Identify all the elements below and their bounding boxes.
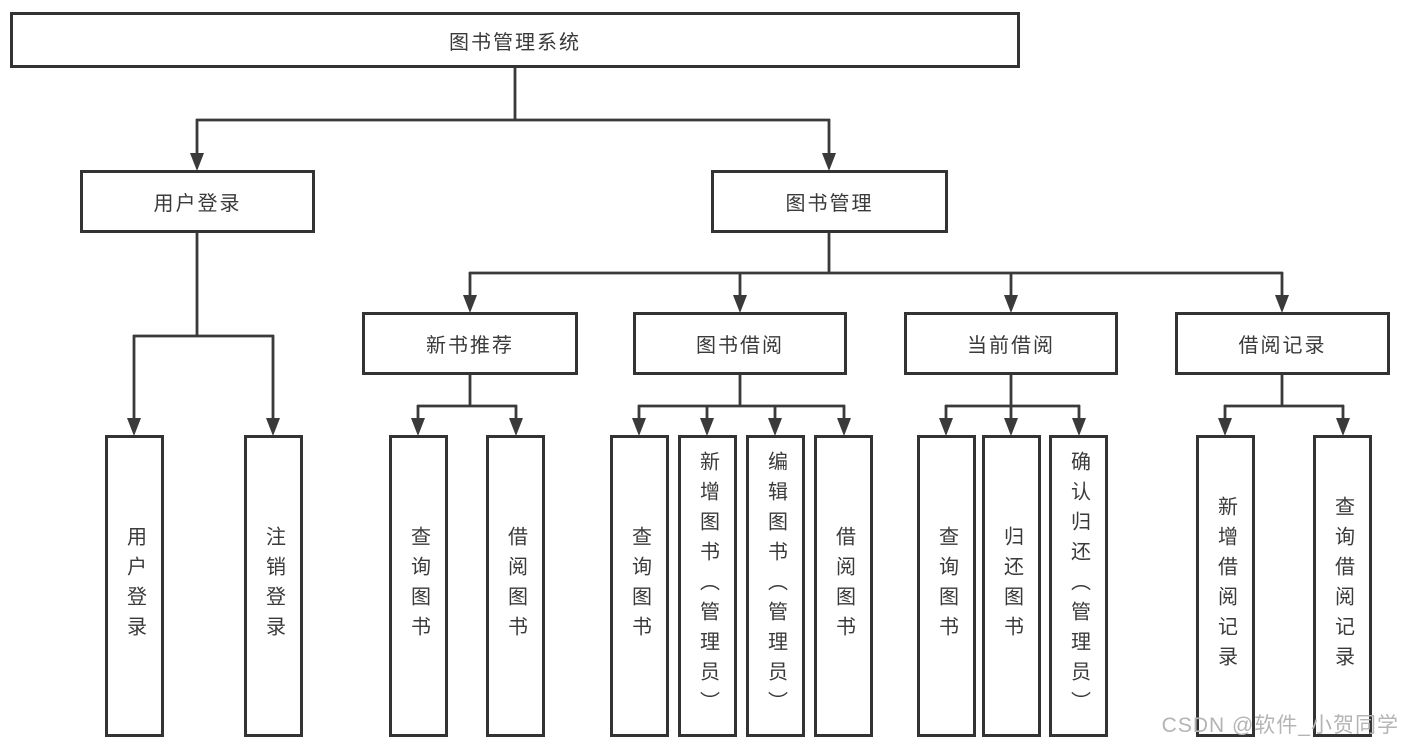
leaf-borrow-books: 借阅图书 <box>814 435 873 737</box>
leaf-label: 注销登录 <box>262 526 285 646</box>
leaf-query-books-recommend: 查询图书 <box>389 435 448 737</box>
connector-root-to-level2 <box>190 68 836 171</box>
leaf-label: 新增图书（管理员） <box>696 451 719 721</box>
leaf-label: 查询图书 <box>407 526 430 646</box>
csdn-watermark: CSDN @软件_小贺同学 <box>1161 714 1399 737</box>
leaf-label: 查询图书 <box>628 526 651 646</box>
leaf-add-book-admin: 新增图书（管理员） <box>678 435 737 737</box>
node-label: 新书推荐 <box>426 335 514 357</box>
node-user-login: 用户登录 <box>80 170 315 233</box>
node-label: 当前借阅 <box>967 335 1055 357</box>
leaf-add-borrow-record: 新增借阅记录 <box>1196 435 1255 737</box>
leaf-label: 用户登录 <box>123 526 146 646</box>
leaf-label: 查询借阅记录 <box>1331 496 1354 676</box>
connector-records-children <box>1218 375 1350 436</box>
leaf-user-login: 用户登录 <box>105 435 164 737</box>
node-book-borrow: 图书借阅 <box>633 312 847 375</box>
leaf-label: 借阅图书 <box>504 526 527 646</box>
leaf-label: 查询图书 <box>935 526 958 646</box>
leaf-query-books-current: 查询图书 <box>917 435 976 737</box>
node-book-management: 图书管理 <box>711 170 948 233</box>
leaf-logout: 注销登录 <box>244 435 303 737</box>
leaf-label: 确认归还（管理员） <box>1067 451 1090 721</box>
connector-user-login-children <box>127 233 280 436</box>
node-label: 用户登录 <box>153 193 242 215</box>
connector-book-mgmt-children <box>463 233 1289 313</box>
node-current-borrow: 当前借阅 <box>904 312 1118 375</box>
node-new-book-recommend: 新书推荐 <box>362 312 578 375</box>
leaf-edit-book-admin: 编辑图书（管理员） <box>746 435 805 737</box>
node-borrow-records: 借阅记录 <box>1175 312 1390 375</box>
leaf-label: 新增借阅记录 <box>1214 496 1237 676</box>
connector-borrow-children <box>632 375 851 436</box>
node-library-system: 图书管理系统 <box>10 12 1020 68</box>
leaf-query-borrow-record: 查询借阅记录 <box>1313 435 1372 737</box>
node-label: 图书管理系统 <box>449 31 581 54</box>
leaf-label: 归还图书 <box>1000 526 1023 646</box>
leaf-query-books-borrow: 查询图书 <box>610 435 669 737</box>
node-label: 借阅记录 <box>1238 335 1327 357</box>
leaf-label: 编辑图书（管理员） <box>764 451 787 721</box>
connector-newbook-children <box>411 375 523 436</box>
leaf-borrow-books-recommend: 借阅图书 <box>486 435 545 737</box>
node-label: 图书管理 <box>785 193 874 215</box>
node-label: 图书借阅 <box>696 335 784 357</box>
leaf-return-book: 归还图书 <box>982 435 1041 737</box>
leaf-label: 借阅图书 <box>832 526 855 646</box>
connector-current-children <box>939 375 1086 436</box>
leaf-confirm-return-admin: 确认归还（管理员） <box>1049 435 1108 737</box>
